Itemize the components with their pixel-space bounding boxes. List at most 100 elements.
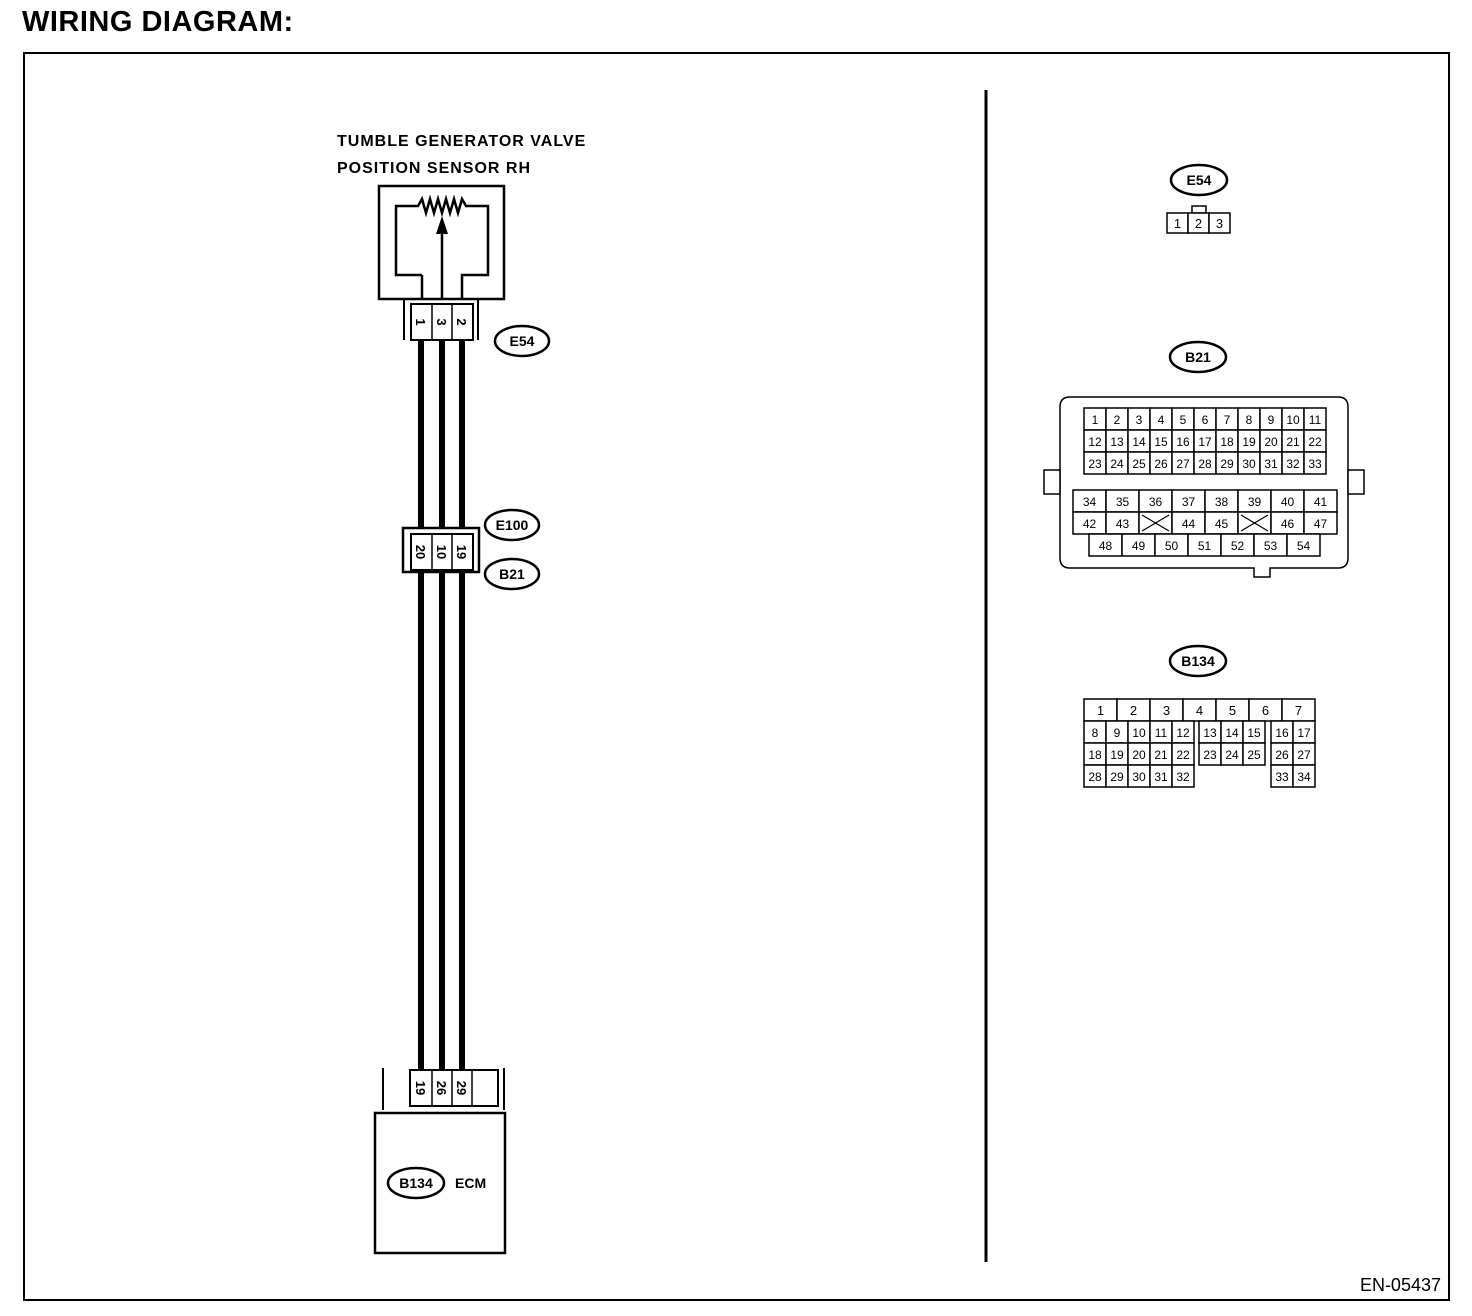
pin-number: 33 xyxy=(1308,457,1322,471)
pin-number: 15 xyxy=(1154,435,1168,449)
pin-number: 1 xyxy=(1097,703,1104,718)
b21-view-oval: B21 xyxy=(1168,340,1228,374)
pin-number: 28 xyxy=(1088,770,1102,784)
ecm-pin-19: 19 xyxy=(413,1081,428,1095)
pin-cell: 5 xyxy=(1171,407,1195,431)
sensor-pin-2: 2 xyxy=(454,318,469,325)
pin-number: 3 xyxy=(1216,216,1223,231)
pin-cell: 48 xyxy=(1088,533,1123,557)
pin-number: 34 xyxy=(1083,495,1097,509)
pin-cell: 4 xyxy=(1149,407,1173,431)
pin-number: 12 xyxy=(1088,435,1102,449)
pin-cell: 52 xyxy=(1220,533,1255,557)
svg-text:B21: B21 xyxy=(1185,349,1211,365)
pin-number: 42 xyxy=(1083,517,1097,531)
pin-cell: 34 xyxy=(1072,489,1107,513)
pin-cell: 22 xyxy=(1303,429,1327,453)
pin-cell: 32 xyxy=(1281,451,1305,475)
pin-number: 6 xyxy=(1202,413,1209,427)
pin-cell: 12 xyxy=(1171,720,1195,744)
sensor-pin-3: 3 xyxy=(434,318,449,325)
pin-cell: 6 xyxy=(1193,407,1217,431)
svg-text:E54: E54 xyxy=(1187,172,1212,188)
pin-number: 18 xyxy=(1220,435,1234,449)
junction-pin-19: 19 xyxy=(454,545,469,559)
pin-cell: 30 xyxy=(1127,764,1151,788)
pin-cell: 13 xyxy=(1198,720,1222,744)
pin-cell: 47 xyxy=(1303,511,1338,535)
pin-cell: 27 xyxy=(1171,451,1195,475)
pin-number: 7 xyxy=(1295,703,1302,718)
junction-pin-10: 10 xyxy=(434,545,449,559)
pin-cell: 25 xyxy=(1242,742,1266,766)
pin-number: 9 xyxy=(1268,413,1275,427)
pin-number: 4 xyxy=(1196,703,1203,718)
pin-cell: 41 xyxy=(1303,489,1338,513)
pin-cell: 2 xyxy=(1187,212,1210,234)
pin-cell: 20 xyxy=(1127,742,1151,766)
pin-cell: 26 xyxy=(1149,451,1173,475)
pin-cell: 3 xyxy=(1127,407,1151,431)
pin-cell: 25 xyxy=(1127,451,1151,475)
pin-number: 51 xyxy=(1198,539,1212,553)
pin-number: 7 xyxy=(1224,413,1231,427)
pin-cell: 37 xyxy=(1171,489,1206,513)
e100-oval-label: E100 xyxy=(483,508,541,542)
pin-cell: 16 xyxy=(1171,429,1195,453)
junction-connector: 20 10 19 xyxy=(401,526,481,574)
pin-number: 30 xyxy=(1132,770,1146,784)
pin-cell: 12 xyxy=(1083,429,1107,453)
pin-number: 52 xyxy=(1231,539,1245,553)
pin-number: 24 xyxy=(1110,457,1124,471)
pin-cell: 31 xyxy=(1149,764,1173,788)
pin-cell: 1 xyxy=(1166,212,1189,234)
pin-cell: 33 xyxy=(1270,764,1294,788)
pin-cell: 30 xyxy=(1237,451,1261,475)
pin-cell: 1 xyxy=(1083,407,1107,431)
pin-cell: 42 xyxy=(1072,511,1107,535)
pin-cell: 13 xyxy=(1105,429,1129,453)
pin-number: 18 xyxy=(1088,748,1102,762)
harness-wires xyxy=(418,340,465,1072)
pin-number: 22 xyxy=(1176,748,1190,762)
pin-number: 23 xyxy=(1203,748,1217,762)
pin-number: 35 xyxy=(1116,495,1130,509)
pin-cell: 38 xyxy=(1204,489,1239,513)
pin-cell: 2 xyxy=(1116,698,1151,722)
pin-number: 27 xyxy=(1297,748,1311,762)
sensor-body xyxy=(377,184,506,301)
pin-cell: 50 xyxy=(1154,533,1189,557)
pin-number: 25 xyxy=(1132,457,1146,471)
pin-cell: 26 xyxy=(1270,742,1294,766)
pin-cell: 53 xyxy=(1253,533,1288,557)
pin-number: 9 xyxy=(1114,726,1121,740)
pin-number: 19 xyxy=(1110,748,1124,762)
pin-cell: 6 xyxy=(1248,698,1283,722)
svg-text:E54: E54 xyxy=(510,333,535,349)
pin-cell: 1 xyxy=(1083,698,1118,722)
pin-cell: 45 xyxy=(1204,511,1239,535)
pin-number: 1 xyxy=(1174,216,1181,231)
pin-cell: 3 xyxy=(1208,212,1231,234)
pin-number: 31 xyxy=(1154,770,1168,784)
pin-number: 22 xyxy=(1308,435,1322,449)
pin-number: 15 xyxy=(1247,726,1261,740)
pin-number: 30 xyxy=(1242,457,1256,471)
pin-cell: 14 xyxy=(1127,429,1151,453)
pin-cell: 46 xyxy=(1270,511,1305,535)
pin-cell: 2 xyxy=(1105,407,1129,431)
diagram-frame xyxy=(23,52,1450,1301)
pin-cell: 43 xyxy=(1105,511,1140,535)
pin-cell: 39 xyxy=(1237,489,1272,513)
pin-number: 29 xyxy=(1110,770,1124,784)
pin-number: 38 xyxy=(1215,495,1229,509)
pin-number: 49 xyxy=(1132,539,1146,553)
pin-number: 10 xyxy=(1132,726,1146,740)
sensor-label-line1: TUMBLE GENERATOR VALVE xyxy=(337,133,586,150)
pin-cell: 19 xyxy=(1105,742,1129,766)
pin-cell: 14 xyxy=(1220,720,1244,744)
pin-number: 31 xyxy=(1264,457,1278,471)
pin-cell: 7 xyxy=(1215,407,1239,431)
